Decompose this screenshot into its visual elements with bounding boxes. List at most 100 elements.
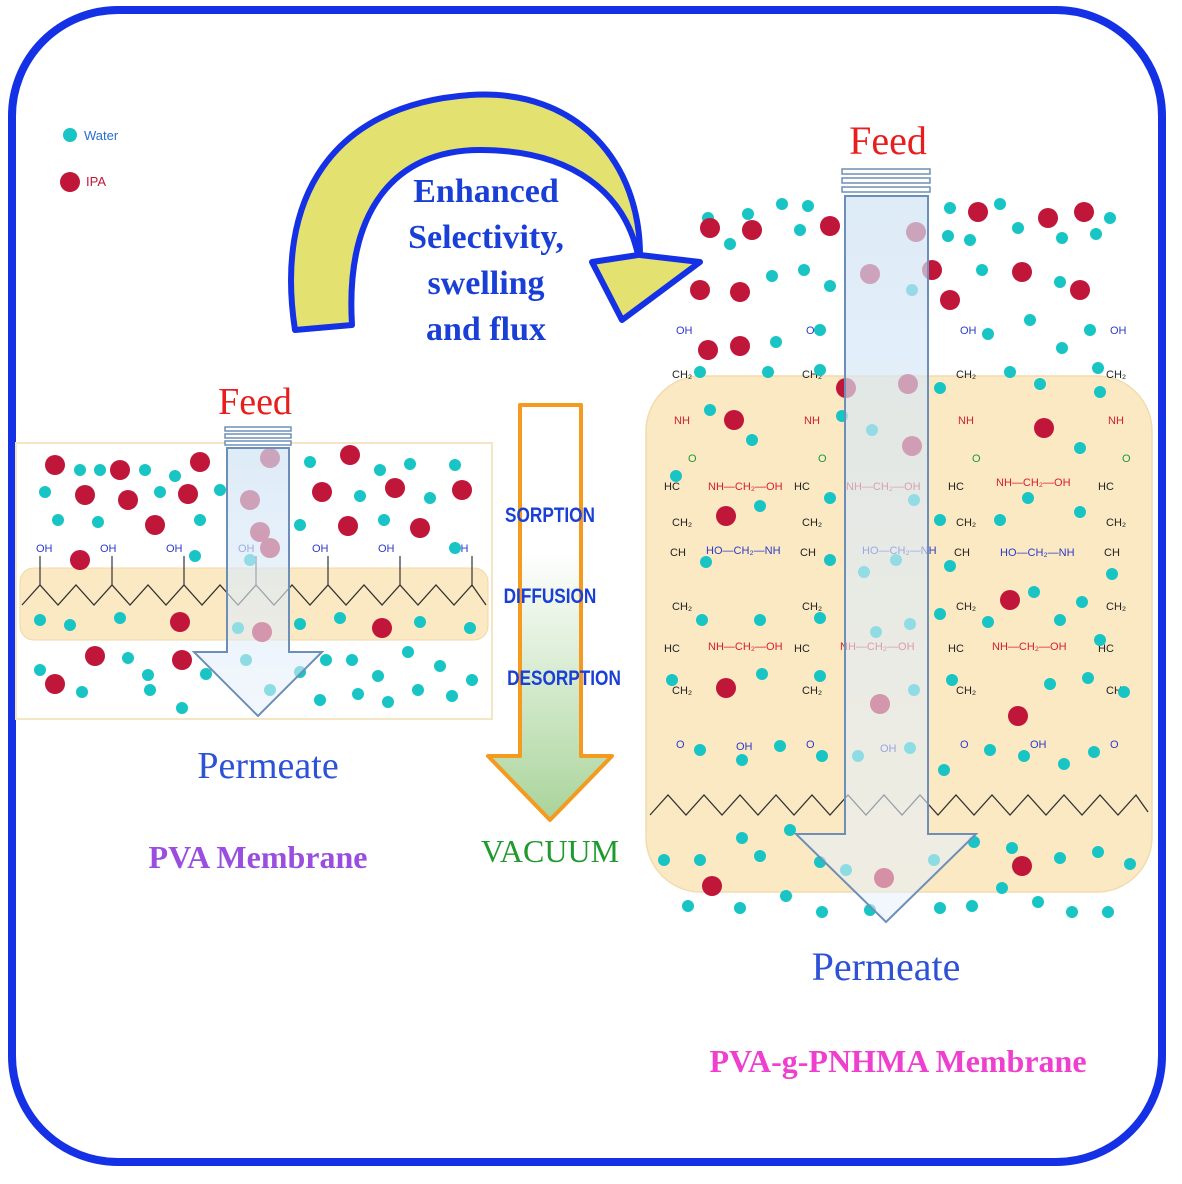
water-molecule <box>34 664 46 676</box>
water-molecule <box>982 616 994 628</box>
chem-ch2: CH₂ <box>1106 601 1126 613</box>
water-molecule <box>346 654 358 666</box>
water-molecule <box>1066 906 1078 918</box>
water-molecule <box>402 646 414 658</box>
water-molecule <box>746 434 758 446</box>
water-molecule <box>694 854 706 866</box>
ipa-molecule <box>70 550 90 570</box>
water-molecule <box>700 556 712 568</box>
chem-ch: CH <box>1104 547 1120 559</box>
ipa-molecule <box>940 290 960 310</box>
water-molecule <box>1044 678 1056 690</box>
right-membrane-label: PVA-g-PNHMA Membrane <box>709 1043 1086 1079</box>
water-molecule <box>374 464 386 476</box>
ipa-molecule <box>1008 706 1028 726</box>
water-molecule <box>824 492 836 504</box>
water-molecule <box>294 618 306 630</box>
chem-hc: HC <box>948 481 964 493</box>
water-molecule <box>320 654 332 666</box>
chem-hc: HC <box>794 643 810 655</box>
water-molecule <box>122 652 134 664</box>
water-molecule <box>1094 634 1106 646</box>
water-molecule <box>976 264 988 276</box>
left-feed-label: Feed <box>218 381 292 423</box>
ipa-molecule <box>170 612 190 632</box>
ipa-molecule <box>724 410 744 430</box>
chem-ch: CH <box>670 547 686 559</box>
chem-side-chain: HO—CH₂—NH <box>1000 547 1075 559</box>
water-molecule <box>794 224 806 236</box>
vacuum-arrow <box>486 403 614 822</box>
chem-ether-o: O <box>676 739 685 751</box>
water-molecule <box>334 612 346 624</box>
water-molecule <box>966 900 978 912</box>
chem-carbonyl-o: O <box>818 453 827 465</box>
curved-arrow <box>288 91 703 333</box>
water-molecule <box>766 270 778 282</box>
water-molecule <box>784 824 796 836</box>
water-molecule <box>694 366 706 378</box>
water-molecule <box>754 500 766 512</box>
legend: Water IPA <box>60 128 119 192</box>
chem-side-chain: HO—CH₂—NH <box>706 545 781 557</box>
chem-ch2: CH₂ <box>956 369 976 381</box>
water-molecule <box>774 740 786 752</box>
water-molecule <box>776 198 788 210</box>
water-molecule <box>64 619 76 631</box>
ipa-molecule <box>730 336 750 356</box>
water-molecule <box>1018 750 1030 762</box>
curved-arrow-line-2: Selectivity, <box>408 219 564 256</box>
water-molecule <box>1092 362 1104 374</box>
right-molecules <box>658 198 1136 918</box>
ipa-molecule <box>690 280 710 300</box>
water-molecule <box>696 614 708 626</box>
water-molecule <box>154 486 166 498</box>
water-molecule <box>1094 386 1106 398</box>
water-molecule <box>824 554 836 566</box>
water-molecule <box>1054 276 1066 288</box>
vacuum-label: VACUUM <box>481 833 619 869</box>
ipa-molecule <box>338 516 358 536</box>
water-molecule <box>934 514 946 526</box>
water-molecule <box>824 280 836 292</box>
water-molecule <box>756 668 768 680</box>
water-molecule <box>1056 342 1068 354</box>
water-molecule <box>434 660 446 672</box>
water-molecule <box>176 702 188 714</box>
chem-hc: HC <box>1098 643 1114 655</box>
ipa-molecule <box>118 490 138 510</box>
ipa-molecule <box>145 515 165 535</box>
ipa-molecule <box>312 482 332 502</box>
water-molecule <box>52 514 64 526</box>
ipa-molecule <box>1034 418 1054 438</box>
water-molecule <box>682 900 694 912</box>
ipa-molecule <box>45 674 65 694</box>
water-molecule <box>1022 492 1034 504</box>
water-molecule <box>1034 378 1046 390</box>
chem-ch: CH <box>954 547 970 559</box>
water-molecule <box>816 906 828 918</box>
water-molecule <box>694 744 706 756</box>
water-molecule <box>464 622 476 634</box>
water-molecule <box>1074 506 1086 518</box>
chem-carbonyl-o: O <box>688 453 697 465</box>
water-molecule <box>34 614 46 626</box>
chem-hc: HC <box>948 643 964 655</box>
water-molecule <box>1118 686 1130 698</box>
chem-ch2: CH₂ <box>956 517 976 529</box>
chem-hc: HC <box>664 481 680 493</box>
water-molecule <box>139 464 151 476</box>
water-molecule <box>946 674 958 686</box>
water-molecule <box>446 690 458 702</box>
oh-label: OH <box>378 543 395 555</box>
water-legend-label: Water <box>84 128 119 143</box>
water-molecule <box>1012 222 1024 234</box>
water-molecule <box>92 516 104 528</box>
ipa-molecule <box>110 460 130 480</box>
water-molecule <box>934 382 946 394</box>
chem-oh: OH <box>1030 739 1047 751</box>
water-molecule <box>449 542 461 554</box>
water-molecule <box>658 854 670 866</box>
ipa-molecule <box>85 646 105 666</box>
